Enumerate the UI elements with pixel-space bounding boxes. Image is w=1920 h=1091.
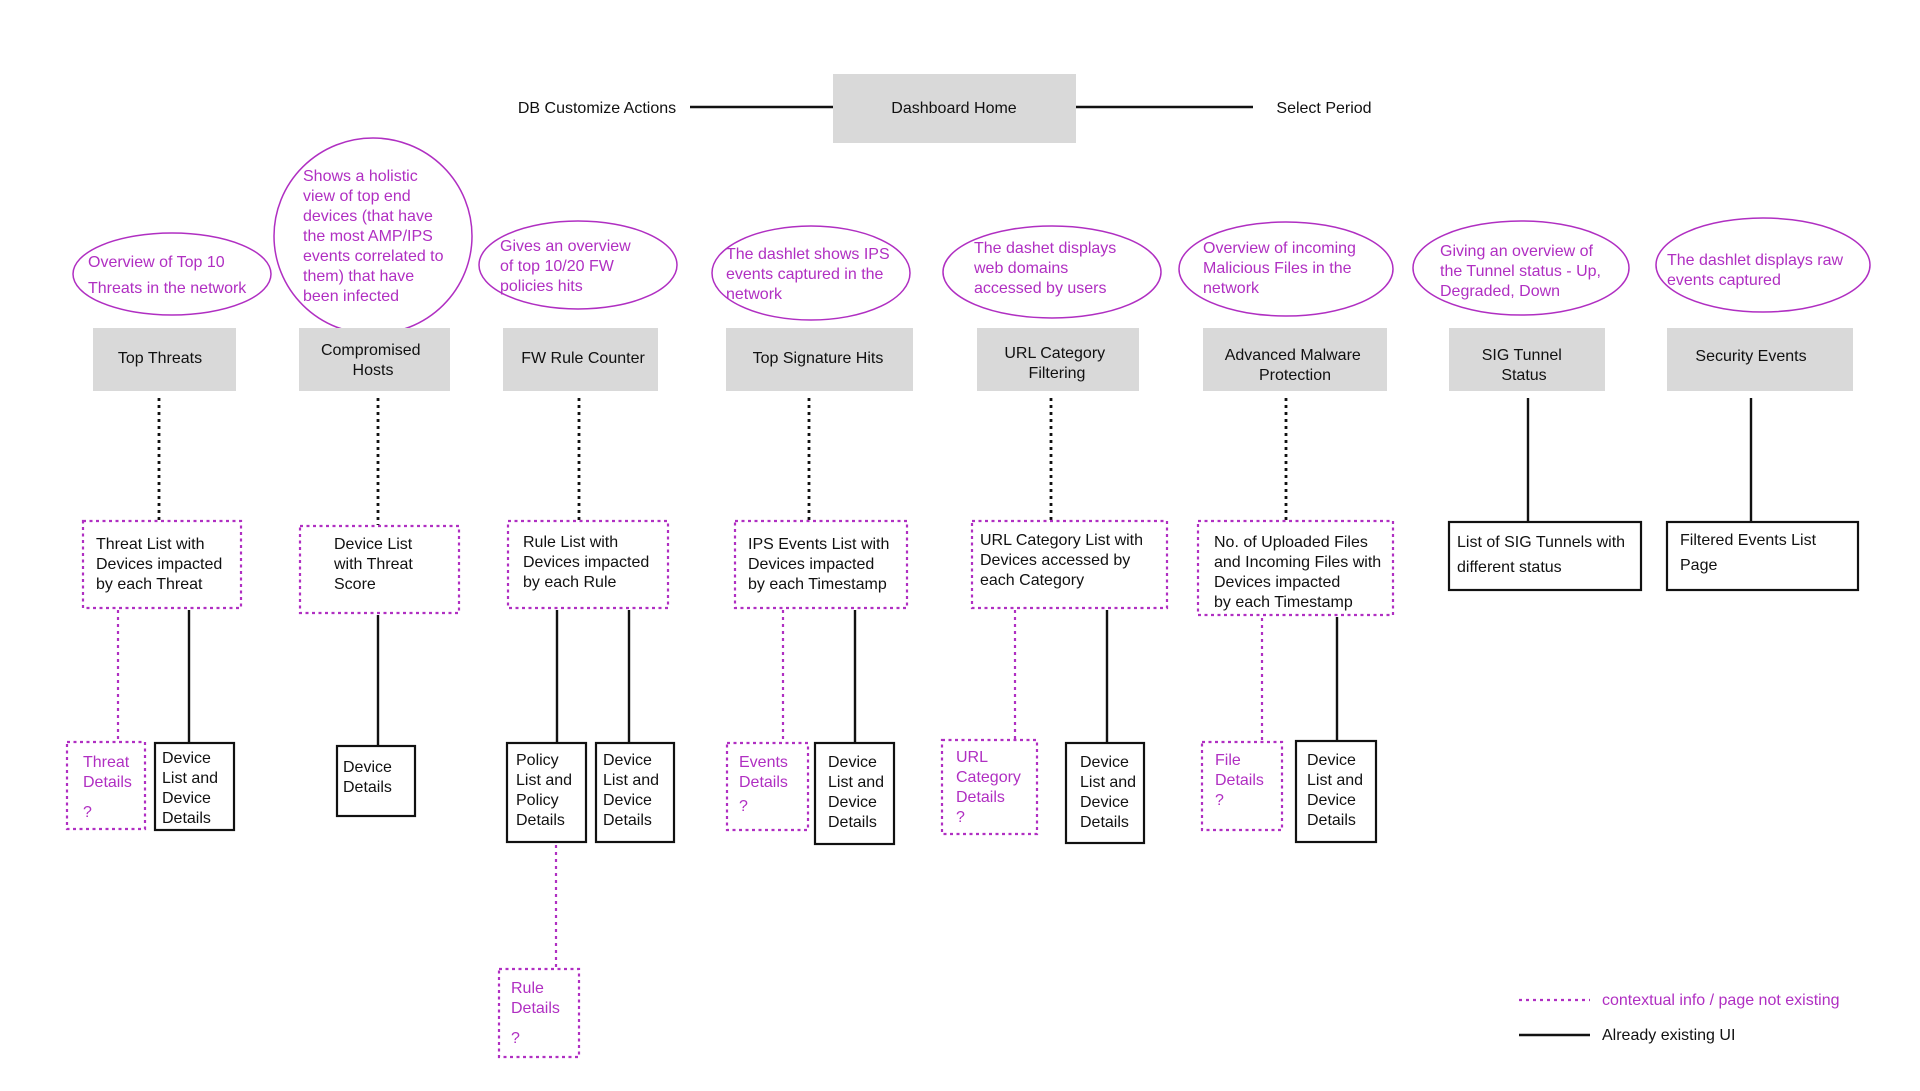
policy-list-box[interactable]: [505, 741, 588, 844]
advanced-malware-protection-box[interactable]: [1203, 328, 1387, 391]
dashlet-security-events: The dashlet displays raw events captured…: [1655, 217, 1871, 592]
sig-tunnels-list-box[interactable]: [1447, 520, 1643, 592]
rule-details-label: Rule Details ?: [511, 980, 564, 1047]
threat-details-label: Threat Details ?: [83, 754, 136, 821]
url-category-details-label: URL Category Details ?: [956, 749, 1025, 826]
top-signature-hits-box[interactable]: [726, 328, 913, 391]
url-category-details-box: [940, 738, 1039, 836]
fw-rule-counter-title: FW Rule Counter: [521, 350, 645, 367]
url-device-list-box[interactable]: [1064, 741, 1146, 845]
url-device-list-label: Device List and Device Details: [1080, 754, 1141, 831]
ips-events-list-label: IPS Events List with Devices impacted by…: [748, 536, 894, 593]
db-customize-actions-label[interactable]: DB Customize Actions: [518, 100, 676, 117]
dashlet-fw-rule-counter: Gives an overview of top 10/20 FW polici…: [478, 220, 678, 1059]
header-row: Dashboard Home DB Customize Actions Sele…: [518, 74, 1372, 143]
security-events-description: The dashlet displays raw events captured: [1667, 252, 1848, 289]
file-details-box: [1200, 740, 1284, 832]
amp-device-list-label: Device List and Device Details: [1307, 752, 1368, 829]
url-category-filtering-title: URL Category Filtering: [1004, 345, 1109, 382]
dashboard-home-box[interactable]: [833, 74, 1076, 143]
compromised-device-details-label: Device Details: [343, 759, 396, 796]
dashlet-url-category-filtering: The dashet displays web domains accessed…: [940, 225, 1169, 845]
advanced-malware-protection-title: Advanced Malware Protection: [1225, 347, 1366, 384]
signature-device-list-label: Device List and Device Details: [828, 754, 889, 831]
compromised-hosts-box[interactable]: [299, 328, 450, 391]
top-threats-description-bubble: [72, 232, 272, 316]
fw-device-list-box[interactable]: [594, 741, 676, 844]
threat-device-list-box[interactable]: [153, 741, 236, 832]
events-details-box: [725, 741, 810, 832]
threat-list-label: Threat List with Devices impacted by eac…: [96, 536, 227, 593]
amp-description-bubble: [1178, 221, 1394, 317]
fw-rule-counter-description-bubble: [478, 220, 678, 310]
url-category-list-box: [970, 519, 1169, 610]
fw-device-list-label: Device List and Device Details: [603, 752, 664, 829]
uploaded-files-list-box: [1196, 519, 1395, 617]
url-category-filtering-box[interactable]: [977, 328, 1139, 391]
legend-dotted-label: contextual info / page not existing: [1602, 992, 1840, 1009]
security-events-title: Security Events: [1695, 348, 1806, 365]
rule-list-label: Rule List with Devices impacted by each …: [523, 534, 654, 591]
events-details-label: Events Details ?: [739, 754, 792, 815]
select-period-label[interactable]: Select Period: [1276, 100, 1371, 117]
dashlet-sig-tunnel-status: Giving an overview of the Tunnel status …: [1412, 220, 1643, 592]
uploaded-files-list-label: No. of Uploaded Files and Incoming Files…: [1214, 534, 1386, 611]
sig-tunnel-status-box[interactable]: [1449, 328, 1605, 391]
compromised-device-details-box[interactable]: [335, 744, 417, 818]
top-signature-hits-description: The dashlet shows IPS events captured in…: [726, 246, 894, 303]
compromised-hosts-title: Compromised Hosts: [321, 342, 425, 379]
dashlet-top-signature-hits: The dashlet shows IPS events captured in…: [711, 225, 913, 846]
top-signature-hits-description-bubble: [711, 225, 911, 321]
sig-tunnels-list-label: List of SIG Tunnels with different statu…: [1457, 534, 1630, 576]
fw-rule-counter-description: Gives an overview of top 10/20 FW polici…: [500, 238, 635, 295]
dashlet-top-threats: Overview of Top 10 Threats in the networ…: [65, 232, 272, 832]
legend-solid-label: Already existing UI: [1602, 1027, 1735, 1044]
device-list-threat-score-box: [298, 524, 461, 615]
fw-rule-counter-box[interactable]: [503, 328, 658, 391]
url-category-list-label: URL Category List with Devices accessed …: [980, 532, 1147, 589]
threat-device-list-label: Device List and Device Details: [162, 750, 223, 827]
sig-tunnel-status-title: SIG Tunnel Status: [1482, 347, 1567, 384]
file-details-label: File Details ?: [1215, 752, 1268, 809]
amp-description: Overview of incoming Malicious Files in …: [1203, 240, 1360, 297]
amp-device-list-box[interactable]: [1294, 739, 1378, 844]
device-list-threat-score-label: Device List with Threat Score: [333, 536, 417, 593]
security-events-description-bubble: [1655, 217, 1871, 313]
rule-details-box: [497, 967, 581, 1059]
top-threats-description: Overview of Top 10 Threats in the networ…: [88, 254, 247, 297]
filtered-events-list-label: Filtered Events List Page: [1680, 532, 1821, 574]
dashboard-home-label: Dashboard Home: [891, 100, 1017, 117]
top-threats-title: Top Threats: [118, 350, 202, 367]
top-signature-hits-title: Top Signature Hits: [753, 350, 884, 367]
url-category-description: The dashet displays web domains accessed…: [973, 240, 1121, 297]
sig-tunnel-description-bubble: [1412, 220, 1630, 316]
compromised-hosts-description: Shows a holistic view of top end devices…: [303, 168, 448, 305]
threat-details-box: [65, 740, 147, 831]
sig-tunnel-description: Giving an overview of the Tunnel status …: [1440, 243, 1605, 300]
legend: contextual info / page not existing Alre…: [1519, 992, 1840, 1044]
threat-list-box: [81, 519, 243, 610]
ips-events-list-box: [733, 519, 909, 610]
top-threats-box[interactable]: [93, 328, 236, 391]
url-category-description-bubble: [942, 225, 1162, 319]
dashlet-compromised-hosts: Shows a holistic view of top end devices…: [273, 137, 473, 818]
security-events-box[interactable]: [1667, 328, 1853, 391]
policy-list-label: Policy List and Policy Details: [516, 752, 577, 829]
filtered-events-list-box[interactable]: [1665, 520, 1860, 592]
rule-list-box: [506, 519, 670, 610]
dashlet-advanced-malware-protection: Overview of incoming Malicious Files in …: [1178, 221, 1395, 844]
signature-device-list-box[interactable]: [813, 741, 896, 846]
